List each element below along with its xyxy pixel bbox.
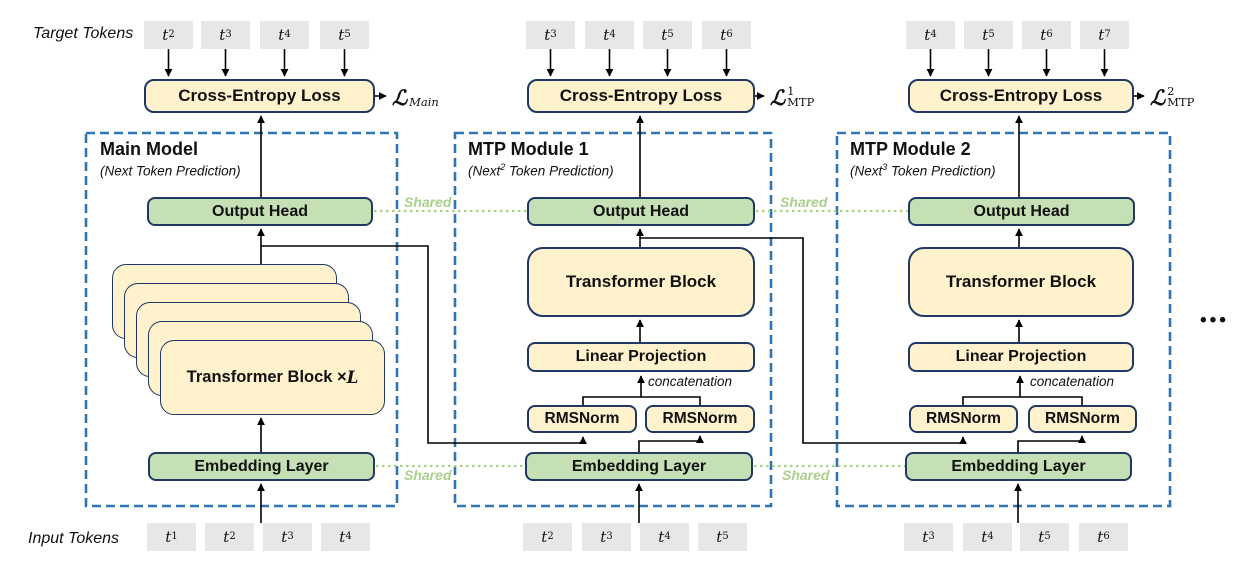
continuation-ellipsis: ••• bbox=[1200, 310, 1229, 331]
loss-script: ℒ bbox=[770, 84, 786, 110]
shared-label-output-head-2: Shared bbox=[780, 194, 828, 210]
shared-label-embedding-2: Shared bbox=[782, 467, 830, 483]
mtp-module-2-title: MTP Module 2 bbox=[850, 139, 971, 159]
transformer-label: Transformer Block × bbox=[186, 368, 347, 386]
mtp-module-1-subtitle: (Next2 Token Prediction) bbox=[468, 163, 614, 178]
subtitle-sup: 2 bbox=[500, 162, 506, 172]
subtitle-suffix: Token Prediction) bbox=[505, 163, 614, 179]
main-model-title: Main Model bbox=[100, 139, 198, 159]
transformer-block-box-mtp2: Transformer Block bbox=[908, 247, 1134, 317]
concatenation-label-mtp2: concatenation bbox=[1030, 374, 1115, 389]
subtitle-sup: 3 bbox=[882, 162, 888, 172]
linear-projection-box-mtp1: Linear Projection bbox=[527, 342, 755, 372]
input-tokens-label: Input Tokens bbox=[28, 530, 120, 547]
rmsnorm-right-box-mtp1: RMSNorm bbox=[645, 405, 755, 433]
transformer-block-box-mtp1: Transformer Block bbox=[527, 247, 755, 317]
output-head-box-mtp2: Output Head bbox=[908, 197, 1135, 226]
mtp-module-1-title: MTP Module 1 bbox=[468, 139, 589, 159]
embedding-box-main: Embedding Layer bbox=[148, 452, 375, 481]
transformer-stack-front: Transformer Block × L bbox=[160, 340, 385, 415]
output-head-box-main: Output Head bbox=[147, 197, 373, 226]
mtp-module-2-subtitle: (Next3 Token Prediction) bbox=[850, 163, 996, 178]
cross-entropy-box-mtp2: Cross-Entropy Loss bbox=[908, 79, 1134, 113]
rmsnorm-left-box-mtp1: RMSNorm bbox=[527, 405, 637, 433]
mtp-module-1-frame bbox=[453, 131, 773, 508]
loss-script: ℒ bbox=[1150, 84, 1166, 110]
output-head-box-mtp1: Output Head bbox=[527, 197, 755, 226]
cross-entropy-box-main: Cross-Entropy Loss bbox=[144, 79, 375, 113]
concatenation-label-mtp1: concatenation bbox=[648, 374, 733, 389]
loss-sub: MTP bbox=[1167, 95, 1195, 110]
subtitle-prefix: (Next bbox=[468, 163, 501, 179]
embedding-box-mtp1: Embedding Layer bbox=[525, 452, 753, 481]
shared-label-embedding-1: Shared bbox=[404, 467, 452, 483]
loss-script: ℒ bbox=[392, 84, 408, 110]
subtitle-prefix: (Next bbox=[100, 163, 133, 179]
loss-sub: Main bbox=[409, 95, 439, 110]
embedding-box-mtp2: Embedding Layer bbox=[905, 452, 1132, 481]
rmsnorm-left-box-mtp2: RMSNorm bbox=[909, 405, 1018, 433]
linear-projection-box-mtp2: Linear Projection bbox=[908, 342, 1134, 372]
rmsnorm-right-box-mtp2: RMSNorm bbox=[1028, 405, 1137, 433]
shared-label-output-head-1: Shared bbox=[404, 194, 452, 210]
cross-entropy-box-mtp1: Cross-Entropy Loss bbox=[527, 79, 755, 113]
transformer-var: L bbox=[346, 368, 359, 387]
subtitle-suffix: Token Prediction) bbox=[132, 163, 241, 179]
subtitle-suffix: Token Prediction) bbox=[887, 163, 996, 179]
loss-sub: MTP bbox=[787, 95, 815, 110]
loss-sup: 2 bbox=[1167, 84, 1175, 99]
mtp-module-2-frame bbox=[835, 131, 1172, 508]
subtitle-prefix: (Next bbox=[850, 163, 883, 179]
target-tokens-label: Target Tokens bbox=[33, 25, 134, 42]
loss-sup: 1 bbox=[787, 84, 795, 99]
main-model-subtitle: (Next Token Prediction) bbox=[100, 163, 241, 178]
